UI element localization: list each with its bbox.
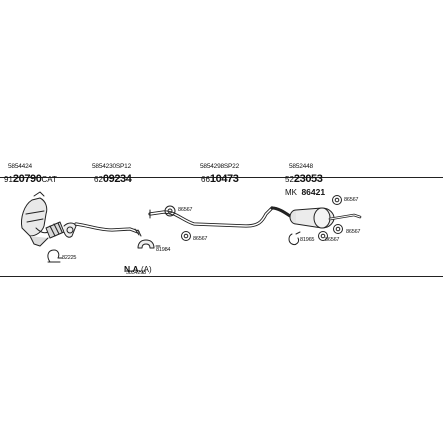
bracket-label-81984: 81984 — [156, 247, 171, 253]
mid-number: 10473 — [209, 173, 239, 185]
mid-ref-number: 5854298SP22 — [200, 163, 240, 170]
clamp-label-81965: 81965 — [300, 237, 315, 243]
mid-part-number: 6610473 — [201, 170, 239, 186]
cat-prefix: 91 — [4, 175, 13, 184]
middle-pipe-part — [148, 206, 274, 228]
rubber-mount-86567-e — [333, 224, 343, 234]
na-label: N.A. — [124, 264, 141, 274]
mount-label-86567-e: 86567 — [346, 229, 361, 235]
bottom-divider — [0, 276, 443, 277]
front-prefix: 62 — [94, 175, 103, 184]
mount-label-86567-b: 86567 — [193, 236, 208, 242]
bracket-81984 — [137, 239, 161, 249]
rear-ref-number: 5852448 — [289, 163, 313, 170]
front-pipe-part — [74, 222, 142, 237]
rear-silencer-part — [270, 206, 362, 229]
front-ref-number: 5854230SP12 — [92, 163, 132, 170]
rubber-mount-86567-a — [164, 205, 176, 217]
cat-suffix: CAT — [41, 175, 57, 184]
mounting-kit-number: MK 86421 — [285, 183, 325, 199]
na-part-label: N.A.(A) — [124, 260, 152, 276]
rear-part-number: 5223053 — [285, 170, 323, 186]
na-suffix: (A) — [141, 265, 152, 274]
front-number: 09234 — [102, 173, 132, 185]
cat-ref-number: 5854424 — [8, 163, 32, 170]
mount-label-86567-a: 86567 — [178, 207, 193, 213]
clamp-label-82225: 82225 — [62, 255, 77, 261]
mk-number: 86421 — [301, 187, 326, 197]
mount-label-86567-d: 86567 — [325, 237, 340, 243]
top-divider — [0, 177, 443, 178]
na-ref-number: 5854298 — [126, 270, 147, 276]
rubber-mount-86567-c — [332, 195, 342, 205]
rubber-mount-86567-b — [181, 231, 191, 241]
cat-number: 20790 — [12, 173, 42, 185]
rear-prefix: 52 — [285, 175, 294, 184]
rear-number: 23053 — [293, 173, 323, 185]
front-part-number: 6209234 — [94, 170, 132, 186]
rubber-mount-86567-d — [318, 231, 328, 241]
mount-label-86567-c: 86567 — [344, 197, 359, 203]
cat-part-number: 9120790CAT — [4, 170, 57, 186]
flex-joint-part — [45, 221, 77, 239]
clamp-81965 — [288, 231, 301, 245]
mk-prefix: MK — [285, 188, 297, 197]
clamp-82225 — [47, 249, 63, 263]
catalytic-converter-part — [21, 191, 49, 247]
mid-prefix: 66 — [201, 175, 210, 184]
